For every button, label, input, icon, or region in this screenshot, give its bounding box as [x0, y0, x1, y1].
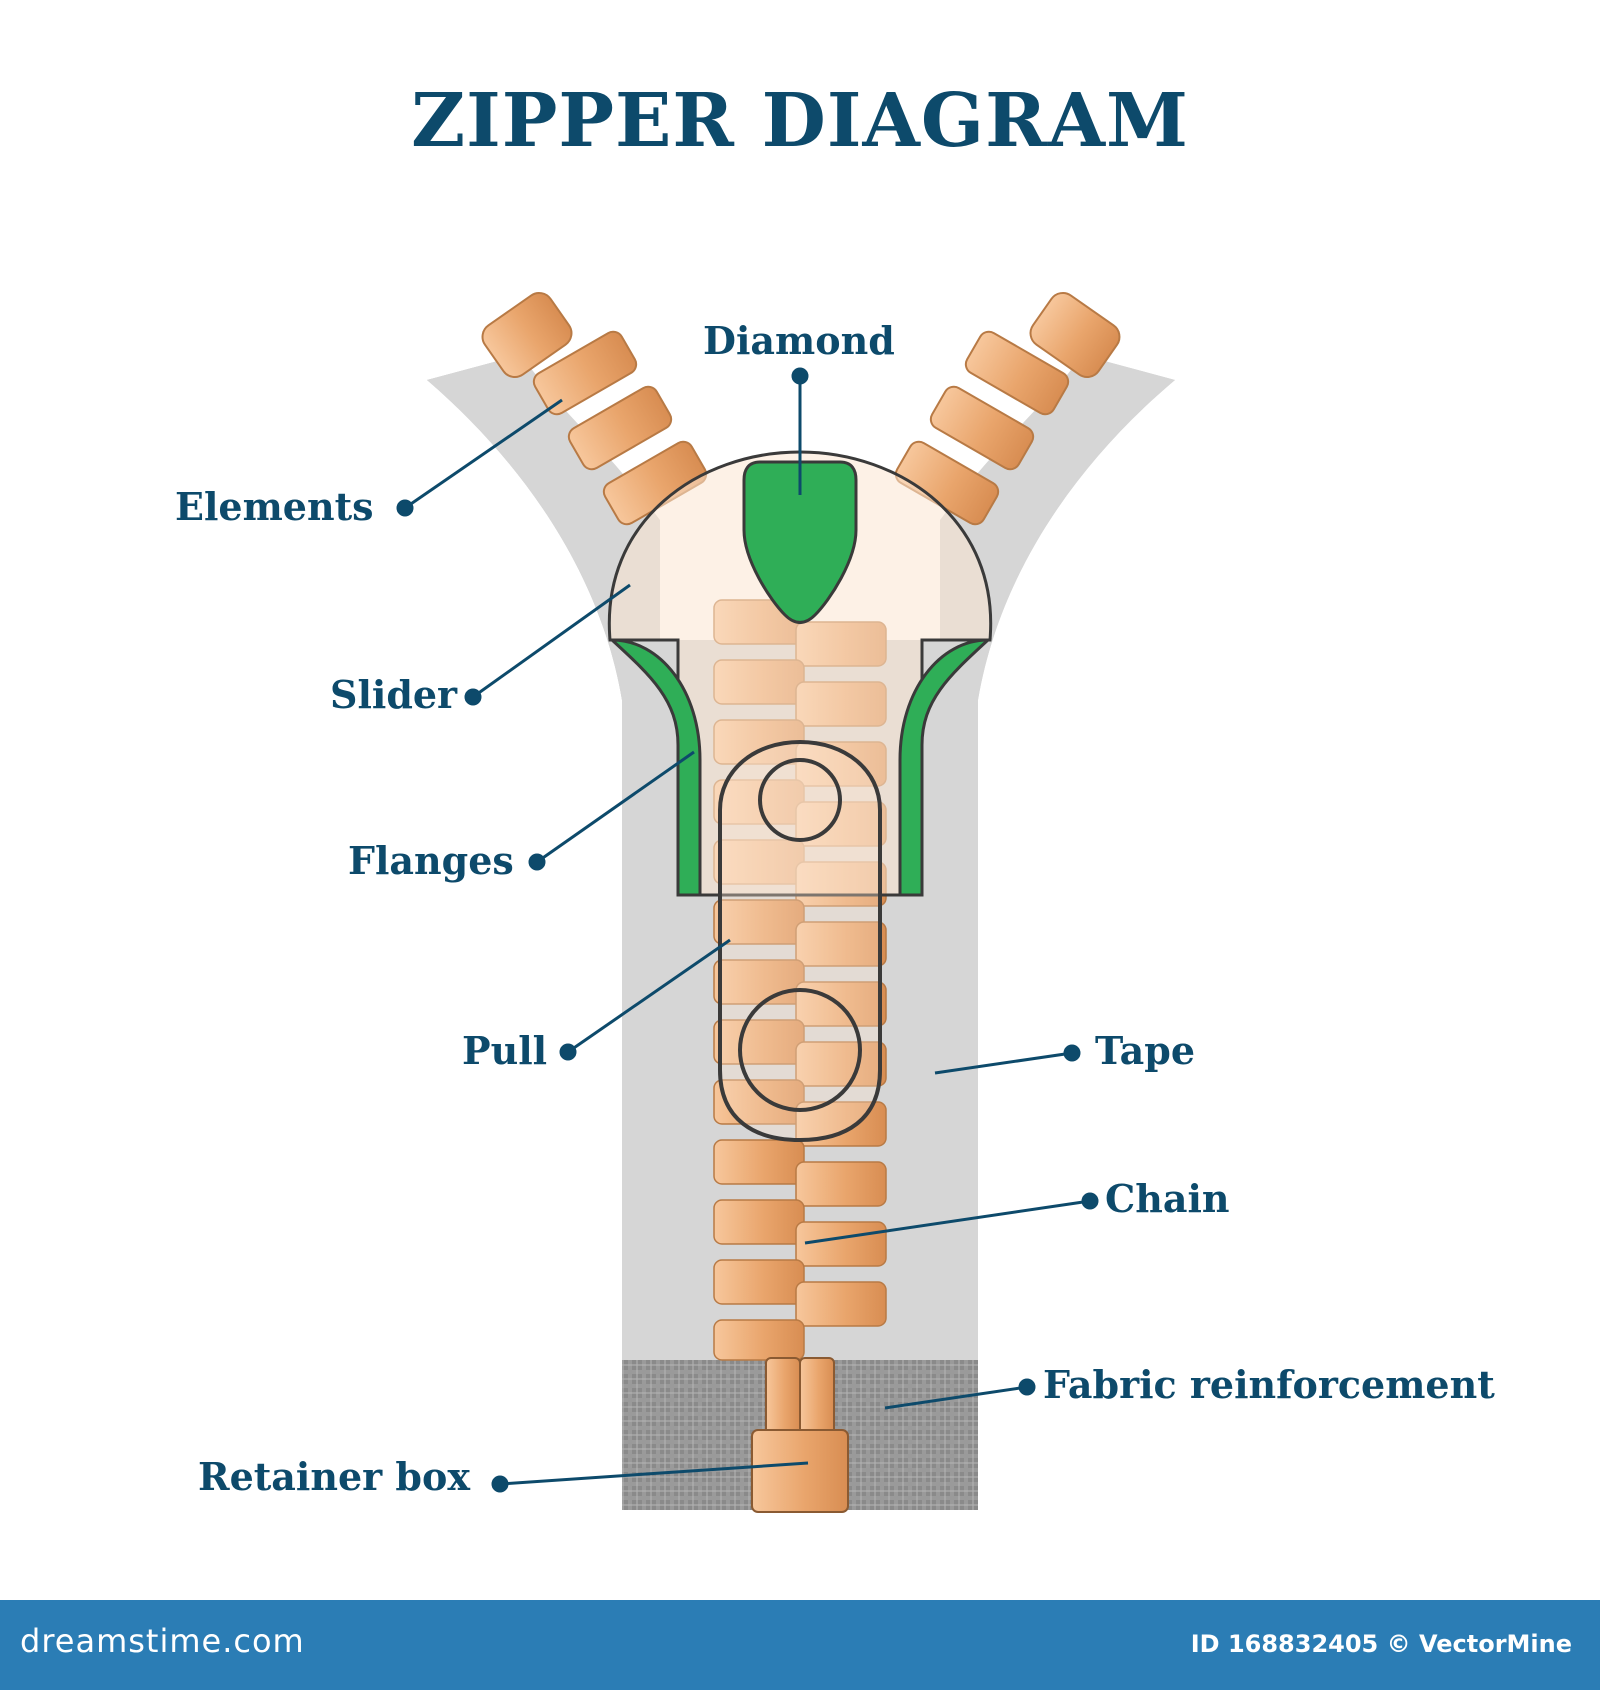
- label-flanges: Flanges: [348, 838, 514, 883]
- label-tape: Tape: [1095, 1028, 1196, 1073]
- pull: [718, 739, 882, 1143]
- label-slider: Slider: [330, 672, 458, 717]
- slider-body: [607, 450, 993, 897]
- label-diamond: Diamond: [703, 318, 895, 363]
- footer-id-text: ID 168832405 © VectorMine: [1190, 1630, 1572, 1658]
- footer-bar: dreamstime.com ID 168832405 © VectorMine: [0, 1600, 1600, 1690]
- flange-left: [608, 638, 702, 897]
- retainer-box: [751, 1357, 849, 1513]
- label-elements: Elements: [175, 484, 374, 529]
- footer-site-text: dreamstime.com: [20, 1622, 305, 1660]
- label-retainer-box: Retainer box: [198, 1454, 470, 1499]
- elements-right: [894, 291, 1121, 526]
- tape-curve-left: [427, 355, 660, 700]
- diamond-shape: [742, 460, 858, 624]
- label-pull: Pull: [462, 1028, 548, 1073]
- label-chain: Chain: [1105, 1176, 1230, 1221]
- label-fabric-reinforcement: Fabric reinforcement: [1043, 1362, 1495, 1407]
- zipper-illustration: [396, 291, 1175, 1513]
- tape-curve-right: [940, 355, 1175, 700]
- elements-left: [481, 291, 708, 526]
- leader-lines: [396, 367, 1099, 1493]
- flange-right: [898, 638, 992, 897]
- diagram-title: ZIPPER DIAGRAM: [411, 78, 1189, 164]
